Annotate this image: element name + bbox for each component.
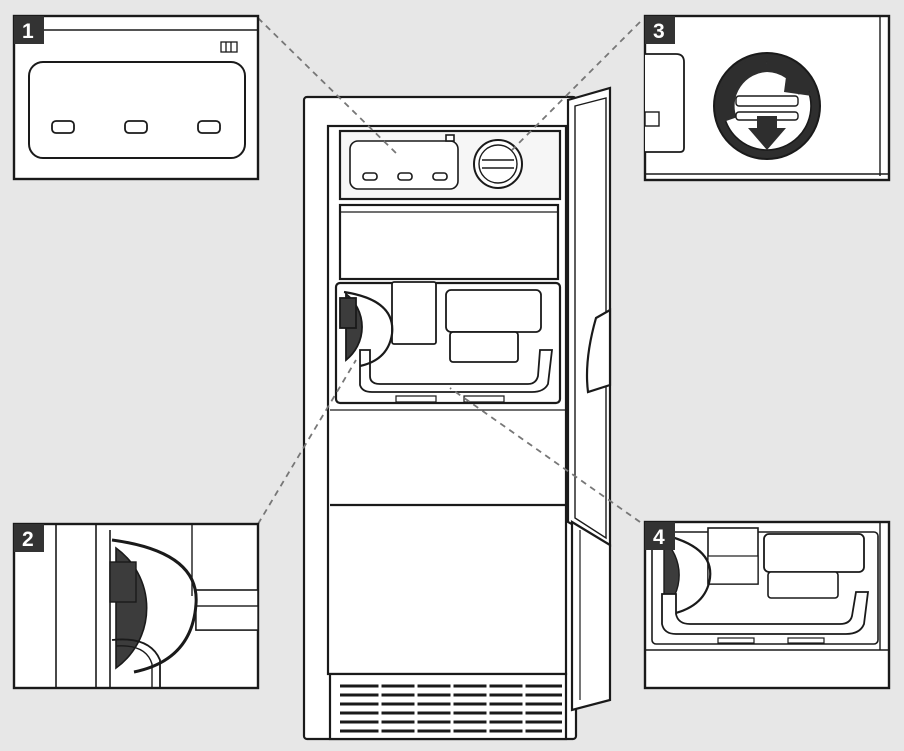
- filter-cap-rotate-icon: [713, 52, 821, 160]
- main-ice-bin: [359, 281, 554, 403]
- callout-1-badge: [14, 16, 44, 44]
- leader-lines: [257, 17, 641, 525]
- callout-2-number: 2: [22, 528, 34, 551]
- callout-1-number: 1: [22, 20, 34, 43]
- control-button-middle: [124, 120, 148, 134]
- callout-1-panel: 1: [12, 14, 260, 181]
- main-control-panel: [349, 134, 459, 190]
- main-ice-scoop: [339, 290, 394, 368]
- control-button-left: [51, 120, 75, 134]
- open-door: [566, 86, 612, 712]
- callout-4-panel: 4: [643, 520, 891, 690]
- main-filter-cap: [473, 139, 523, 189]
- indicator-light-icon: [220, 41, 238, 53]
- control-button-right: [197, 120, 221, 134]
- callout-2-badge: [14, 524, 44, 552]
- callout-2-panel: 2: [12, 522, 260, 690]
- callout-4-badge: [645, 522, 675, 550]
- vent-dividers: [378, 682, 526, 736]
- callout-3-panel: 3: [643, 14, 891, 182]
- appliance-cabinet: [302, 95, 578, 741]
- callout-3-number: 3: [653, 20, 665, 43]
- callout-3-badge: [645, 16, 675, 44]
- callout-4-number: 4: [653, 526, 665, 549]
